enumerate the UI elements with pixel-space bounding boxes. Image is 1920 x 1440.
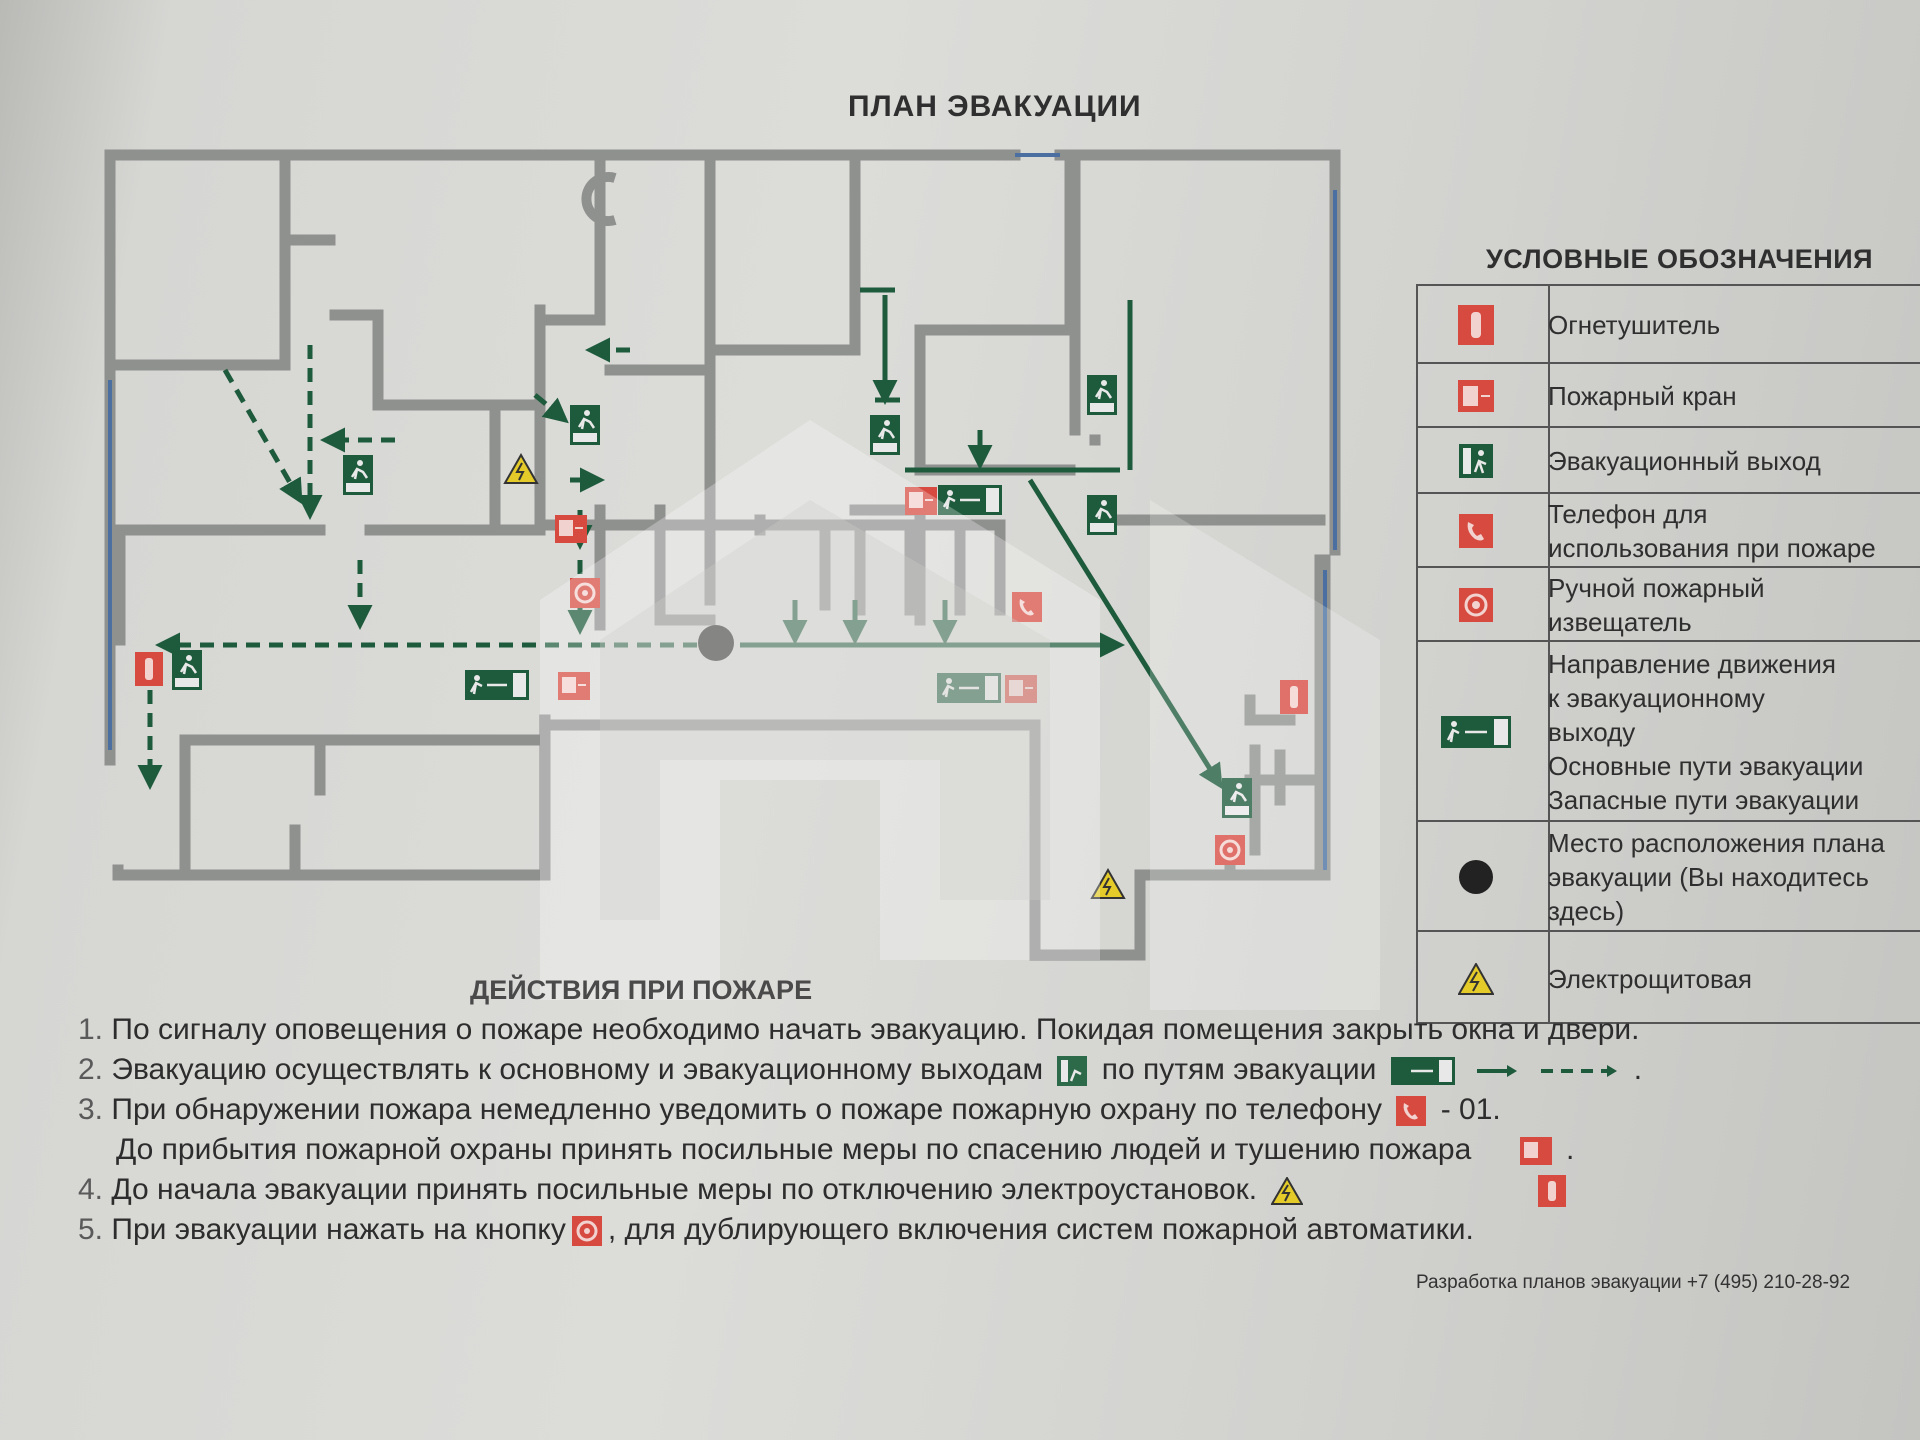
fire-extinguisher-icon — [1458, 305, 1494, 345]
instruction-1: 1. По сигналу оповещения о пожаре необхо… — [78, 1013, 1640, 1047]
legend-label: Основные пути эвакуации — [1548, 751, 1864, 781]
fire-phone-icon — [1459, 514, 1493, 548]
legend-table: Огнетушитель Пожарный кран Эвакуационный… — [1416, 284, 1920, 1024]
instruction-text: . — [1633, 1053, 1643, 1086]
instruction-number: 5. — [78, 1213, 104, 1246]
legend-row: Огнетушитель — [1416, 284, 1920, 364]
legend-label: Телефон для — [1548, 499, 1708, 529]
legend-label: Место расположения плана — [1548, 828, 1885, 858]
credit-text: Разработка планов эвакуации +7 (495) 210… — [1416, 1272, 1851, 1293]
instruction-text: по путям эвакуации — [1101, 1053, 1377, 1086]
instruction-5: 5. При эвакуации нажать на кнопку , для д… — [78, 1213, 1474, 1247]
legend-label: извещатель — [1548, 607, 1692, 637]
actions-title: ДЕЙСТВИЯ ПРИ ПОЖАРЕ — [470, 975, 813, 1005]
instruction-text: При обнаружении пожара немедленно уведом… — [111, 1093, 1382, 1126]
legend-row: Место расположения плана эвакуации (Вы н… — [1416, 820, 1920, 932]
legend-label: здесь) — [1548, 896, 1625, 926]
legend-label: Пожарный кран — [1548, 381, 1737, 411]
instruction-number: 4. — [78, 1173, 104, 1206]
instruction-text: . — [1565, 1133, 1575, 1166]
fire-hydrant-icon — [1519, 1137, 1552, 1166]
emergency-exit-icon — [1057, 1056, 1088, 1087]
electrical-panel-icon — [1458, 963, 1494, 995]
legend-label: выходу — [1548, 717, 1636, 747]
instruction-4: 4. До начала эвакуации принять посильные… — [78, 1173, 1572, 1208]
main-route-arrow-icon — [1477, 1065, 1518, 1078]
manual-alarm-icon — [1459, 588, 1493, 622]
legend-label: Эвакуационный выход — [1548, 446, 1821, 476]
instruction-text: До прибытия пожарной охраны принять поси… — [116, 1133, 1472, 1166]
manual-alarm-icon — [571, 1216, 602, 1247]
legend-row: Пожарный кран — [1416, 362, 1920, 428]
legend-label: Направление движения — [1548, 649, 1836, 679]
emergency-exit-icon — [1459, 444, 1493, 478]
legend-row: Ручной пожарный извещатель — [1416, 566, 1920, 642]
legend-row: Направление движения к эвакуационному вы… — [1416, 640, 1920, 822]
instruction-number: 1. — [78, 1013, 104, 1046]
instruction-number: 3. — [78, 1093, 104, 1126]
instruction-number: 2. — [78, 1053, 104, 1086]
fire-phone-icon — [1396, 1096, 1427, 1127]
legend-row: Электрощитовая — [1416, 930, 1920, 1026]
instruction-text: Эвакуацию осуществлять к основному и эва… — [111, 1053, 1044, 1086]
exit-direction-icon — [1390, 1057, 1455, 1086]
exit-direction-icon — [1441, 716, 1511, 748]
plan-title: ПЛАН ЭВАКУАЦИИ — [848, 90, 1142, 123]
legend-label: использования при пожаре — [1548, 533, 1876, 563]
instruction-text: При эвакуации нажать на кнопку — [111, 1213, 566, 1246]
electrical-panel-icon — [1271, 1177, 1304, 1206]
legend-row: Телефон для использования при пожаре — [1416, 492, 1920, 568]
you-are-here-icon — [1459, 860, 1493, 894]
legend-row: Эвакуационный выход — [1416, 426, 1920, 494]
legend-label: Запасные пути эвакуации — [1548, 785, 1860, 815]
legend-label: Электрощитовая — [1548, 964, 1753, 994]
instruction-text: - 01. — [1440, 1093, 1501, 1126]
instruction-2: 2. Эвакуацию осуществлять к основному и … — [78, 1053, 1642, 1087]
instruction-text: До начала эвакуации принять посильные ме… — [111, 1173, 1258, 1206]
fire-extinguisher-icon — [1537, 1175, 1566, 1208]
instruction-3: 3. При обнаружении пожара немедленно уве… — [78, 1093, 1501, 1127]
instruction-3b: До прибытия пожарной охраны принять поси… — [116, 1133, 1574, 1167]
legend-label: эвакуации (Вы находитесь — [1548, 862, 1869, 892]
instruction-text: , для дублирующего включения систем пожа… — [607, 1213, 1474, 1246]
fire-hydrant-icon — [1458, 380, 1494, 412]
legend-label: Огнетушитель — [1548, 310, 1721, 340]
instruction-text: По сигналу оповещения о пожаре необходим… — [111, 1013, 1640, 1046]
legend-label: Ручной пожарный — [1548, 573, 1765, 603]
legend-title: УСЛОВНЫЕ ОБОЗНАЧЕНИЯ — [1486, 244, 1874, 274]
legend-label: к эвакуационному — [1548, 683, 1765, 713]
spare-route-arrow-icon — [1541, 1065, 1618, 1078]
